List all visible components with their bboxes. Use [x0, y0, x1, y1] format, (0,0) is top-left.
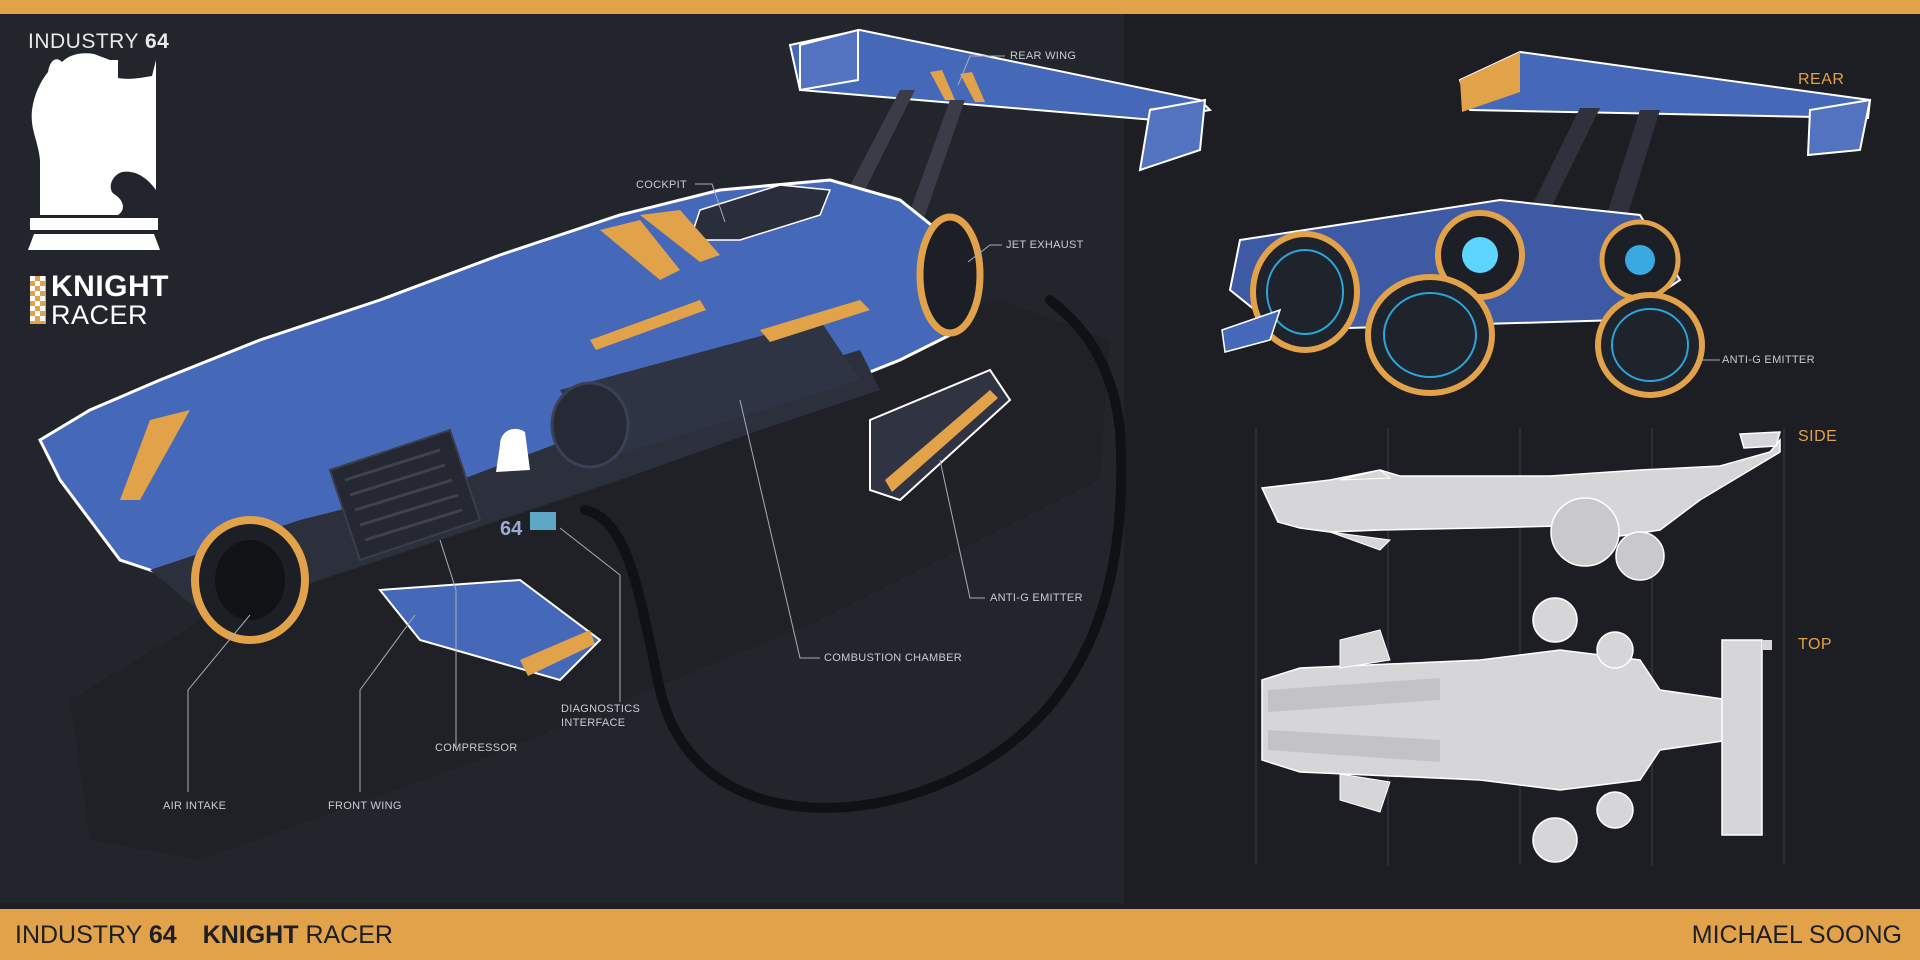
- callout-anti-g-emitter-rear: ANTI-G EMITTER: [1722, 354, 1815, 366]
- view-label-rear: REAR: [1798, 71, 1845, 88]
- callout-combustion-chamber: COMBUSTION CHAMBER: [824, 652, 963, 664]
- racer-top-view: [1261, 597, 1772, 863]
- top-accent-bar: [0, 0, 1920, 14]
- callout-rear-wing: REAR WING: [1010, 50, 1077, 62]
- racer-main-illustration: [38, 28, 1213, 682]
- brand-logo-title: INDUSTRY 64: [28, 30, 170, 53]
- checker-flag-icon: [30, 276, 46, 324]
- callout-front-wing: FRONT WING: [328, 800, 402, 812]
- footer-author: MICHAEL SOONG: [1691, 921, 1902, 949]
- hull-number-decal: 64: [500, 518, 523, 540]
- callout-leader-lines: [187, 55, 1720, 792]
- brand-logo-knight: KNIGHT: [51, 270, 169, 303]
- callout-compressor: COMPRESSOR: [435, 742, 518, 754]
- knight-logo-icon: [28, 53, 160, 324]
- callout-jet-exhaust: JET EXHAUST: [1006, 239, 1084, 251]
- diagnostics-cable: [580, 295, 1127, 813]
- racer-ground-shadow: [70, 300, 1110, 860]
- callout-cockpit: COCKPIT: [636, 179, 687, 191]
- racer-rear-view: [1221, 50, 1872, 398]
- view-label-top: TOP: [1798, 636, 1833, 653]
- brand-logo-racer: RACER: [51, 300, 149, 330]
- racer-side-view: [1255, 428, 1785, 865]
- callout-air-intake: AIR INTAKE: [163, 800, 227, 812]
- callout-anti-g-emitter: ANTI-G EMITTER: [990, 592, 1083, 604]
- view-label-side: SIDE: [1798, 428, 1838, 445]
